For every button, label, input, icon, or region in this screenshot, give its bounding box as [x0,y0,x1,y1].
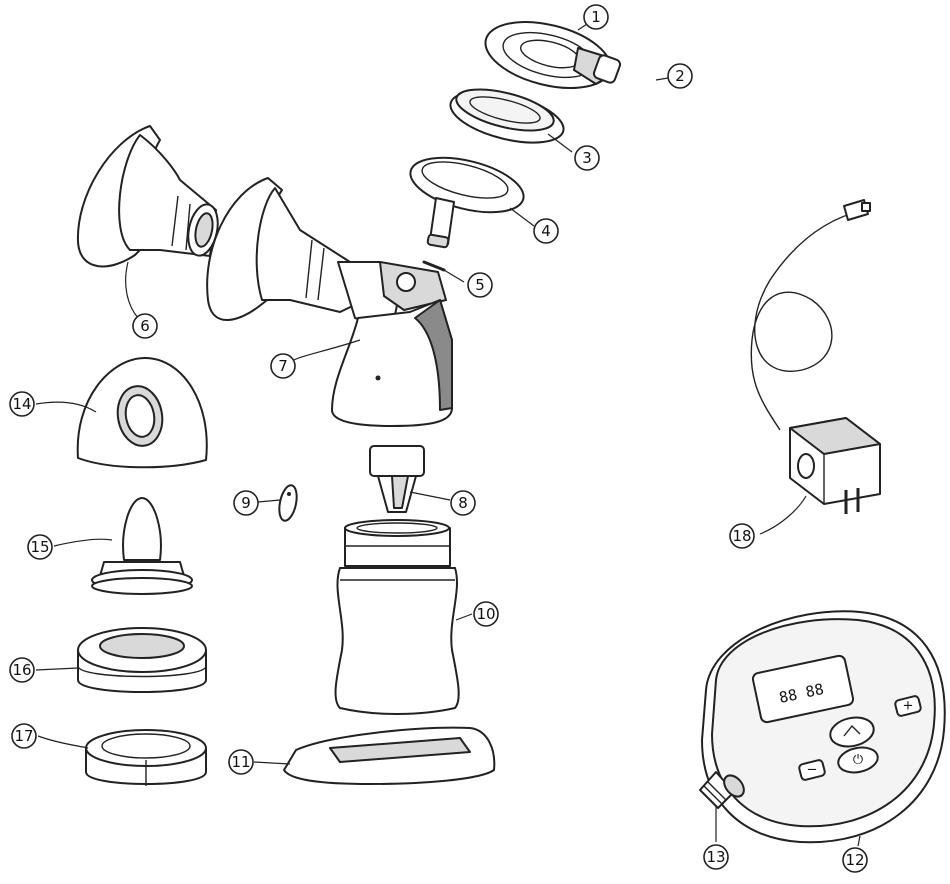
callout-5: 5 [467,272,493,298]
svg-text:17: 17 [14,727,33,745]
callout-13: 13 [703,844,729,870]
part-16-screw-ring [77,627,207,693]
callout-14: 14 [9,391,35,417]
callout-17: 17 [11,723,37,749]
callout-11: 11 [228,749,254,775]
part-18-power-adapter [750,199,881,514]
callout-16: 16 [9,657,35,683]
part-14-shield-cover [76,357,208,469]
part-3-silicone-ring [449,88,565,144]
part-12-controller: 88 88 ⏻ + − [701,610,946,844]
svg-text:15: 15 [30,538,49,556]
svg-text:16: 16 [12,661,31,679]
part-4-membrane [409,156,525,249]
part-13-tube-connector [699,771,745,809]
minus-label: − [807,763,818,778]
part-15-nipple [91,497,193,595]
callout-9: 9 [233,490,259,516]
svg-text:9: 9 [241,494,251,512]
part-17-sealing-cap [85,729,207,786]
mode-button[interactable] [828,714,877,751]
part-11-bottle-stand [283,726,496,785]
callout-10: 10 [473,601,499,627]
callout-12: 12 [842,847,868,873]
lcd-display: 88 88 [751,654,855,724]
part-2-tubing [558,74,716,844]
svg-text:7: 7 [278,357,288,375]
leader-lines [35,21,861,847]
callout-18: 18 [729,523,755,549]
plus-button[interactable]: + [894,695,922,717]
part-8-valve [369,445,425,513]
svg-text:3: 3 [582,149,592,167]
power-icon: ⏻ [853,753,863,768]
plus-label: + [903,699,914,714]
svg-text:10: 10 [476,605,495,623]
callout-6: 6 [132,313,158,339]
svg-text:4: 4 [541,222,551,240]
svg-text:11: 11 [231,753,250,771]
callout-7: 7 [270,353,296,379]
svg-text:14: 14 [12,395,31,413]
svg-text:1: 1 [591,8,601,26]
svg-text:8: 8 [458,494,468,512]
minus-button[interactable]: − [798,759,826,781]
callout-3: 3 [574,145,600,171]
part-9-disc [278,484,298,522]
callout-8: 8 [450,490,476,516]
callout-2: 2 [667,63,693,89]
part-1-diaphragm-cap [484,21,622,89]
callout-1: 1 [583,4,609,30]
svg-text:18: 18 [732,527,751,545]
part-7-pump-body [206,177,453,427]
callout-4: 4 [533,218,559,244]
part-6-breast-shield [76,125,219,268]
callout-15: 15 [27,534,53,560]
svg-text:2: 2 [675,67,685,85]
part-10-bottle [334,519,460,715]
part-5-pin [422,260,446,272]
svg-text:5: 5 [475,276,485,294]
svg-text:13: 13 [706,848,725,866]
svg-text:6: 6 [140,317,150,335]
svg-text:12: 12 [845,851,864,869]
mode-icon [843,724,861,737]
power-button[interactable]: ⏻ [836,744,880,776]
